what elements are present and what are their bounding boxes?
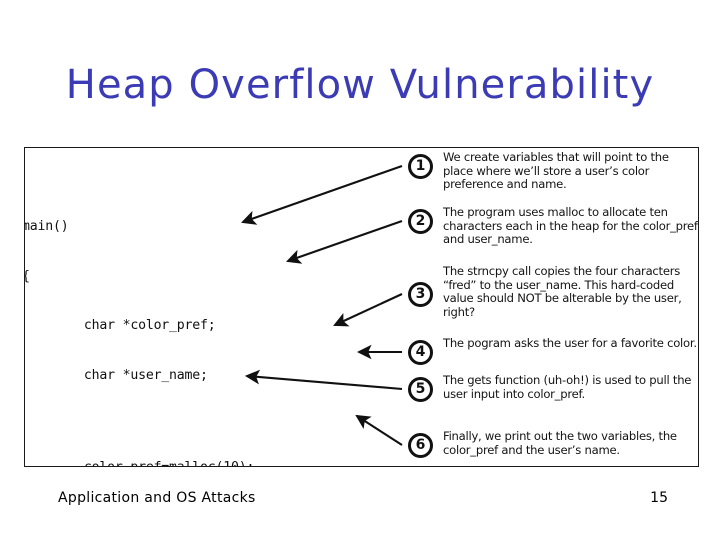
callout-text-3: The strncpy call copies the four charact…	[443, 264, 682, 319]
callout-text-1: We create variables that will point to t…	[443, 150, 669, 192]
callout-text-6: Finally, we print out the two variables,…	[443, 429, 677, 457]
code-line: char *color_pref;	[24, 318, 216, 333]
callout-badge-5: 5	[408, 377, 433, 402]
footer: Application and OS Attacks 15	[0, 490, 720, 516]
code-line: char *user_name;	[24, 367, 208, 383]
figure-box: main() { char *color_pref; char *user_na…	[24, 147, 699, 467]
code-listing: main() { char *color_pref; char *user_na…	[24, 186, 386, 466]
callout-text-2: The program uses malloc to allocate ten …	[443, 205, 698, 247]
callout-list: 1 We create variables that will point to…	[408, 148, 698, 466]
callout-text-5: The gets function (uh-oh!) is used to pu…	[443, 373, 692, 401]
footer-page-number: 15	[650, 490, 668, 506]
callout-badge-1: 1	[408, 154, 433, 179]
callout-badge-2: 2	[408, 209, 433, 234]
code-line: color_pref=malloc(10);	[25, 460, 386, 466]
code-line-blank	[25, 417, 386, 427]
footer-title: Application and OS Attacks	[58, 490, 256, 506]
page-title: Heap Overflow Vulnerability	[65, 62, 655, 108]
code-line: {	[25, 269, 386, 286]
callout-badge-6: 6	[408, 433, 433, 458]
callout-badge-3: 3	[408, 282, 433, 307]
callout-badge-4: 4	[408, 340, 433, 365]
callout-text-4: The pogram asks the user for a favorite …	[443, 336, 697, 350]
code-line: main()	[24, 219, 69, 234]
